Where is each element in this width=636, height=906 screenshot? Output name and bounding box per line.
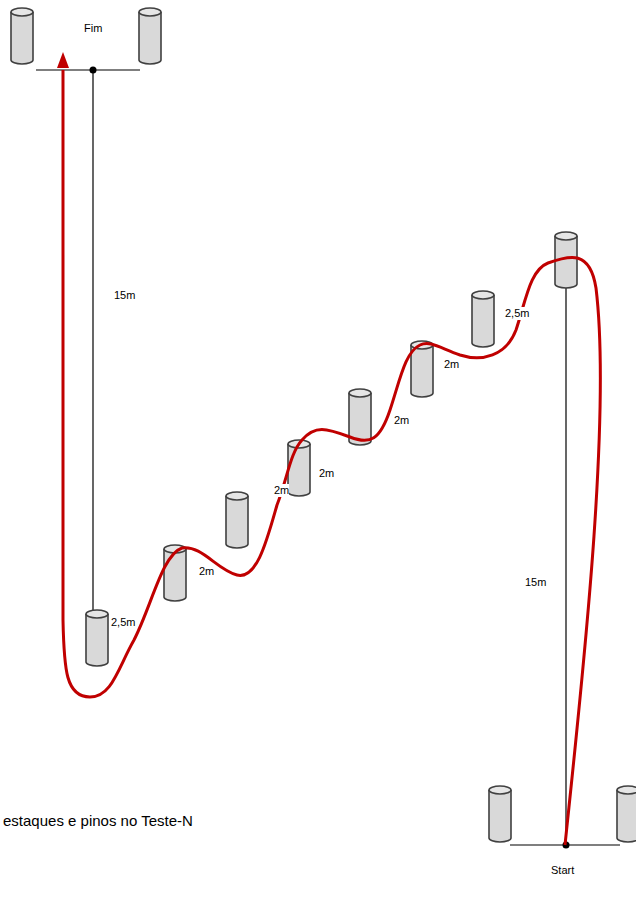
figure-caption: estaques e pinos no Teste-N: [3, 812, 193, 830]
distance-label: 15m: [525, 576, 546, 589]
distance-label: Fim: [84, 22, 102, 35]
distance-label: 2m: [199, 565, 214, 578]
distance-label: 2m: [394, 414, 409, 427]
distance-label: 2m: [319, 467, 334, 480]
distance-label: 2m: [444, 358, 459, 371]
distance-label: 2m: [274, 484, 289, 497]
distance-label: 2,5m: [505, 307, 529, 320]
distance-label: 15m: [114, 289, 135, 302]
distance-label: Start: [551, 864, 574, 877]
distance-label: 2,5m: [111, 616, 135, 629]
